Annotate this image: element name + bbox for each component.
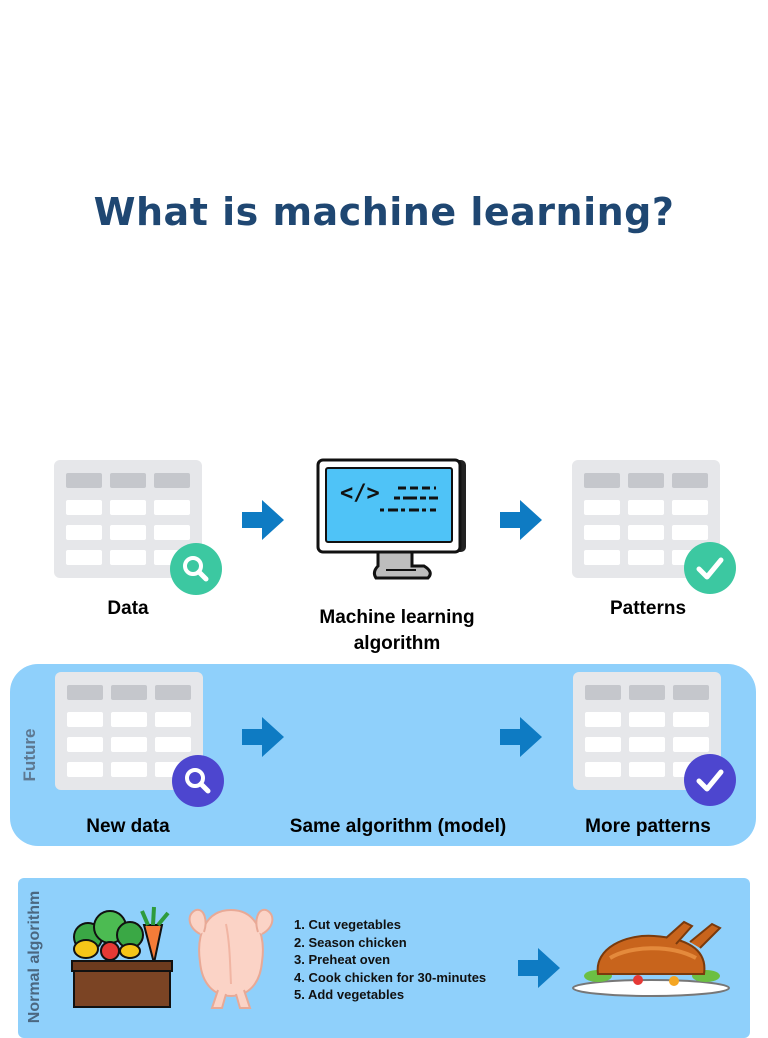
algorithm-label-line1: Machine learning (319, 607, 475, 628)
checkmark-icon (684, 542, 736, 594)
new-data-table-icon (55, 672, 203, 790)
checkmark-icon (684, 754, 736, 806)
recipe-step: 5. Add vegetables (294, 987, 405, 1002)
recipe-steps-list: 1. Cut vegetables 2. Season chicken 3. P… (294, 916, 486, 1004)
roast-chicken-icon (572, 920, 730, 997)
patterns-label: Patterns (609, 598, 687, 619)
same-algorithm-label: Same algorithm (model) (289, 816, 507, 837)
patterns-table-icon (572, 460, 720, 578)
recipe-step: 3. Preheat oven (294, 952, 391, 967)
svg-text:</>: </> (340, 481, 380, 506)
more-patterns-table-icon (573, 672, 721, 790)
data-label: Data (107, 598, 149, 619)
right-arrow-icon (518, 948, 560, 988)
computer-code-icon: </> (316, 458, 466, 580)
data-table-icon (54, 460, 202, 578)
raw-chicken-icon (188, 908, 274, 1009)
normal-algorithm-tag: Normal algorithm (26, 890, 43, 1024)
recipe-step: 2. Season chicken (294, 934, 407, 950)
right-arrow-icon (500, 500, 542, 540)
right-arrow-icon (500, 717, 542, 757)
right-arrow-icon (242, 500, 284, 540)
more-patterns-label: More patterns (585, 816, 711, 837)
magnifier-icon (172, 755, 224, 807)
recipe-step: 1. Cut vegetables (294, 917, 401, 932)
magnifier-icon (170, 543, 222, 595)
algorithm-label-line2: algorithm (353, 633, 441, 654)
page-title: What is machine learning? (93, 190, 675, 234)
new-data-label: New data (86, 816, 170, 837)
vegetable-basket-icon (71, 906, 173, 1008)
recipe-step: 4. Cook chicken for 30-minutes (294, 969, 487, 985)
algorithm-label: Machine learning algorithm (297, 605, 497, 657)
right-arrow-icon (242, 717, 284, 757)
future-tag: Future (20, 728, 39, 782)
